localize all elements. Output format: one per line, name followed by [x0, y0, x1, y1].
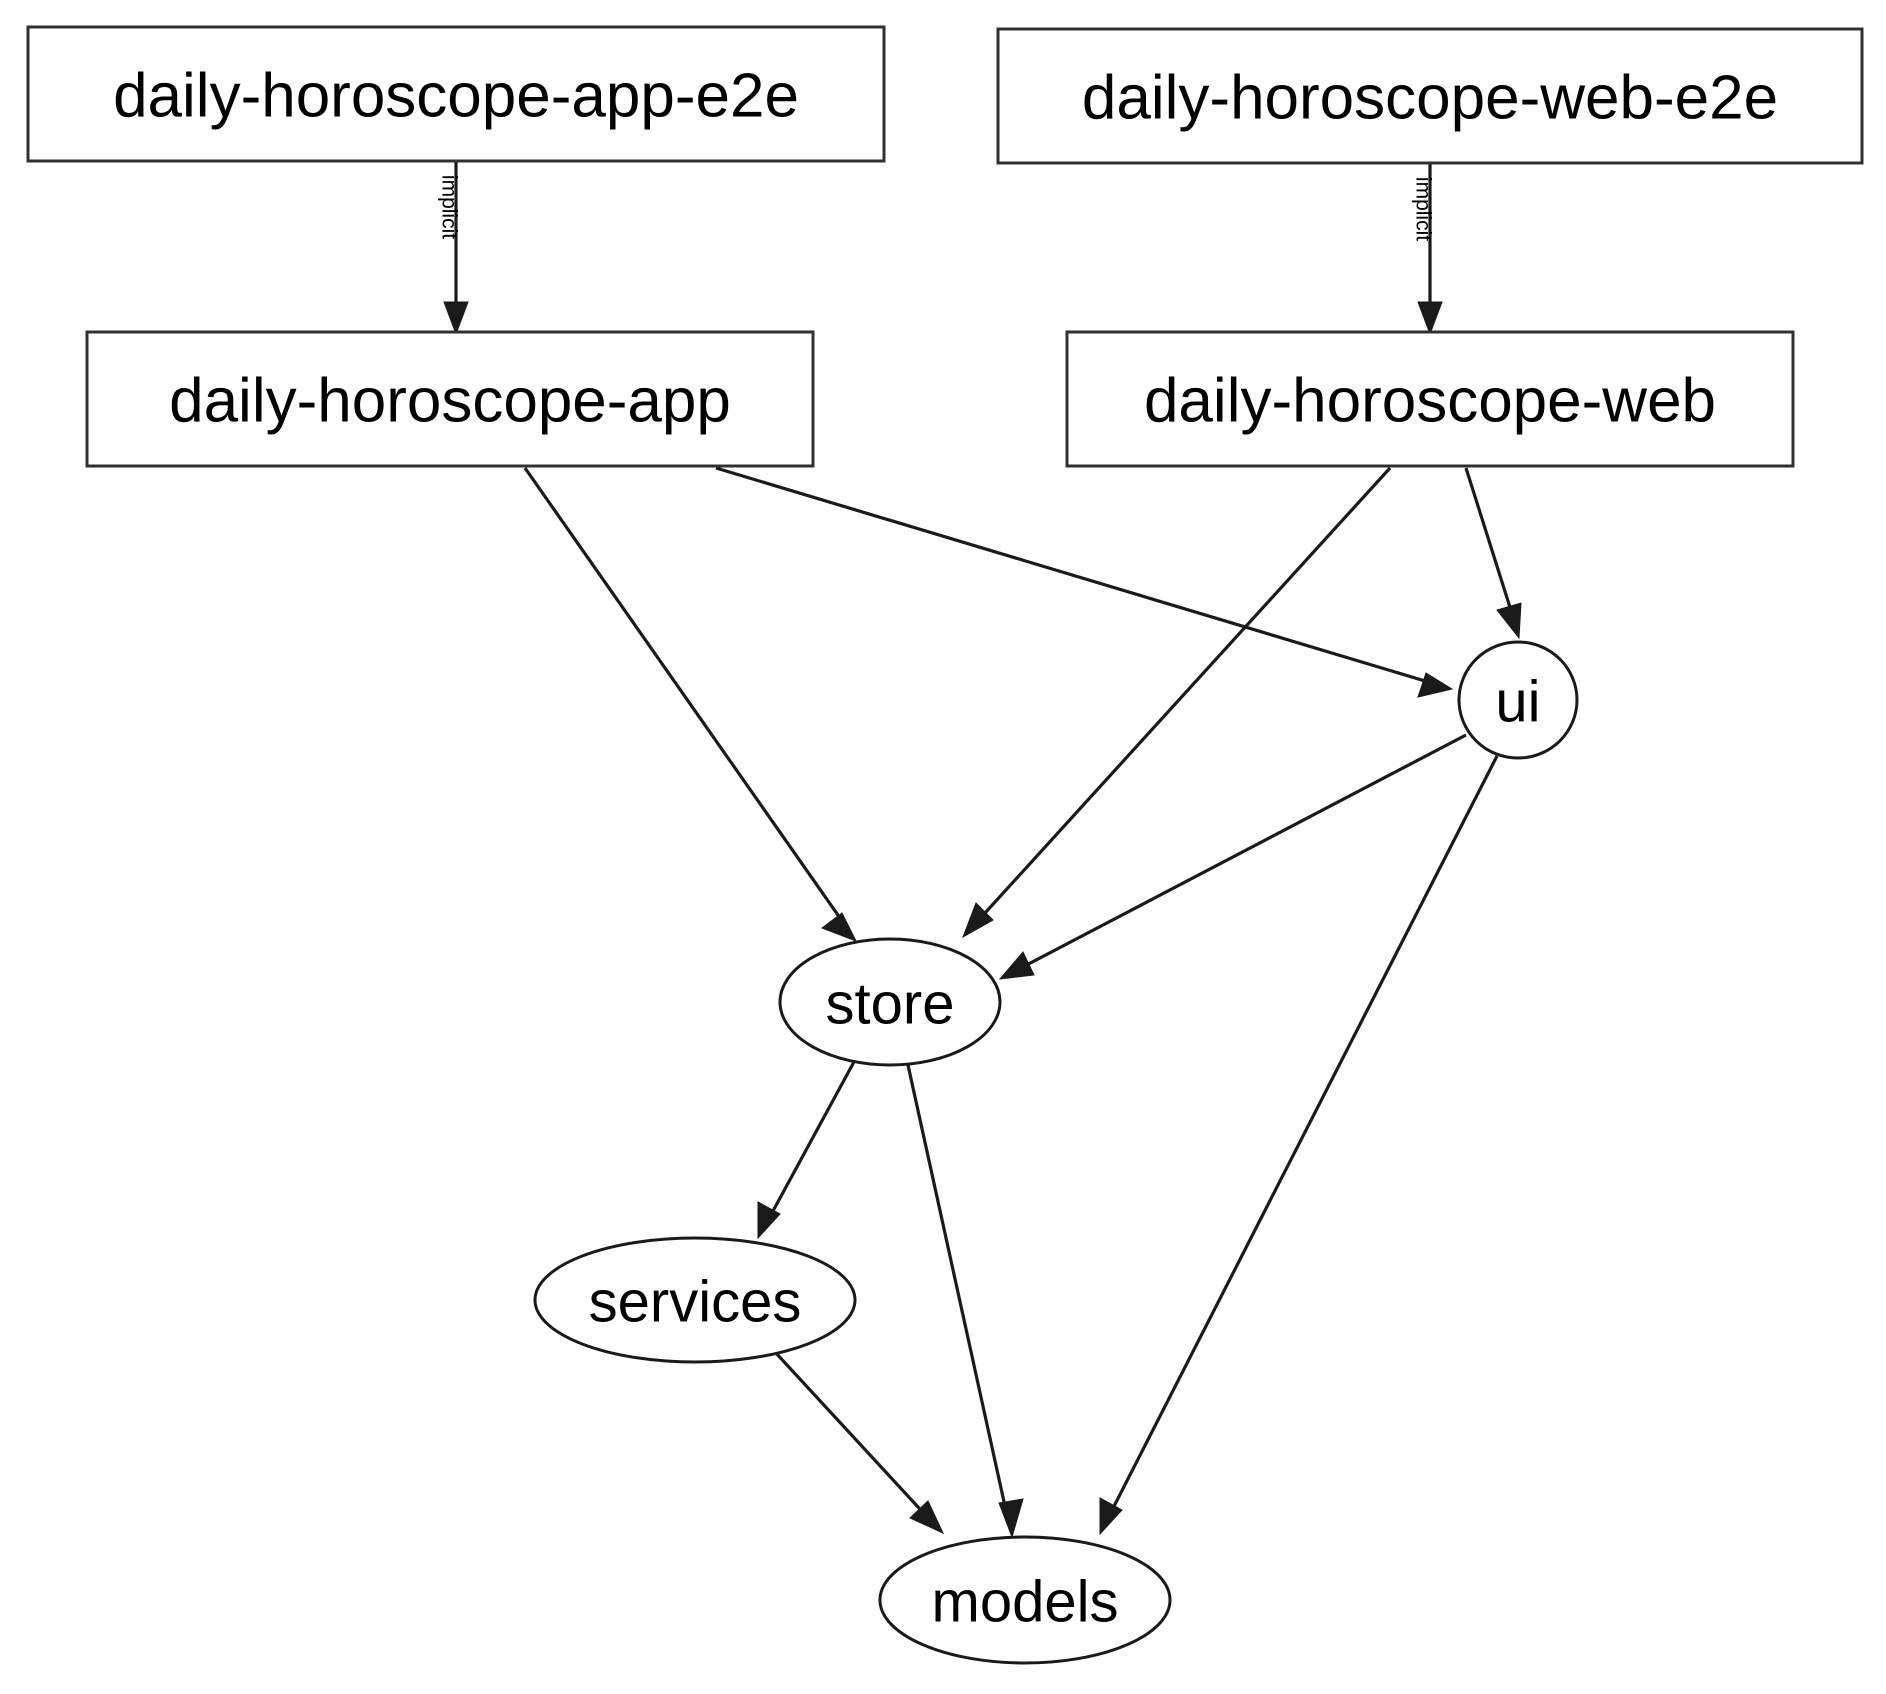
arrowhead	[757, 1201, 781, 1240]
node-ellipse[interactable]	[878, 1535, 1172, 1665]
arrowhead	[998, 1498, 1024, 1539]
edge-web-to-ui	[1464, 467, 1522, 640]
edge-ui-to-models	[1099, 755, 1499, 1536]
edge-label-implicit-web: implicit	[1412, 177, 1435, 241]
node-daily-horoscope-web-e2e[interactable]: daily-horoscope-web-e2e	[996, 27, 1864, 165]
edge-line	[906, 1064, 1010, 1521]
node-label: daily-horoscope-app	[169, 367, 731, 436]
edges-layer: implicit implicit	[438, 161, 1522, 1539]
edge-line	[773, 1350, 932, 1522]
node-label: daily-horoscope-app-e2e	[113, 62, 799, 131]
node-daily-horoscope-app[interactable]: daily-horoscope-app	[85, 330, 815, 468]
arrowhead	[1099, 1497, 1123, 1536]
node-store[interactable]: store	[778, 937, 1002, 1067]
edge-app-to-store	[523, 467, 858, 942]
node-services[interactable]: services	[533, 1236, 857, 1364]
edge-line	[715, 466, 1436, 686]
arrowhead	[1417, 672, 1454, 698]
node-daily-horoscope-web[interactable]: daily-horoscope-web	[1065, 330, 1795, 468]
edge-line	[1464, 467, 1516, 621]
arrowhead	[909, 1500, 945, 1535]
node-ellipse[interactable]	[533, 1236, 857, 1364]
nodes-layer: daily-horoscope-app-e2e daily-horoscope-…	[26, 25, 1864, 1665]
node-label: ui	[1495, 670, 1540, 735]
node-label: models	[932, 1570, 1119, 1635]
edge-label-implicit-app: implicit	[438, 175, 461, 239]
node-label: daily-horoscope-web-e2e	[1082, 64, 1778, 133]
node-rect[interactable]	[996, 27, 1864, 165]
edge-app-to-ui	[715, 466, 1454, 698]
edge-ui-to-store	[998, 733, 1467, 980]
edge-store-to-services	[757, 1059, 857, 1240]
node-label: daily-horoscope-web	[1144, 367, 1716, 436]
arrowhead	[998, 951, 1035, 980]
node-label: store	[826, 972, 955, 1037]
node-ellipse[interactable]	[1457, 640, 1579, 760]
edge-line	[765, 1059, 857, 1223]
node-daily-horoscope-app-e2e[interactable]: daily-horoscope-app-e2e	[26, 25, 886, 163]
edge-line	[1106, 755, 1499, 1519]
node-label: services	[589, 1270, 802, 1335]
arrowhead	[1496, 602, 1522, 640]
edge-app-e2e-to-app: implicit	[438, 161, 469, 336]
edge-web-to-store	[962, 466, 1392, 939]
node-rect[interactable]	[26, 25, 886, 163]
node-ellipse[interactable]	[778, 937, 1002, 1067]
arrowhead	[820, 912, 858, 942]
node-models[interactable]: models	[878, 1535, 1172, 1665]
edge-line	[973, 466, 1392, 926]
edge-line	[1016, 733, 1467, 972]
edge-services-to-models	[773, 1350, 945, 1535]
edge-line	[523, 467, 849, 929]
node-ui[interactable]: ui	[1457, 640, 1579, 760]
arrowhead	[962, 902, 994, 939]
node-rect[interactable]	[85, 330, 815, 468]
edge-store-to-models	[906, 1064, 1024, 1539]
edge-web-e2e-to-web: implicit	[1412, 163, 1443, 336]
node-rect[interactable]	[1065, 330, 1795, 468]
arrowhead	[1417, 301, 1443, 336]
arrowhead	[443, 301, 469, 336]
